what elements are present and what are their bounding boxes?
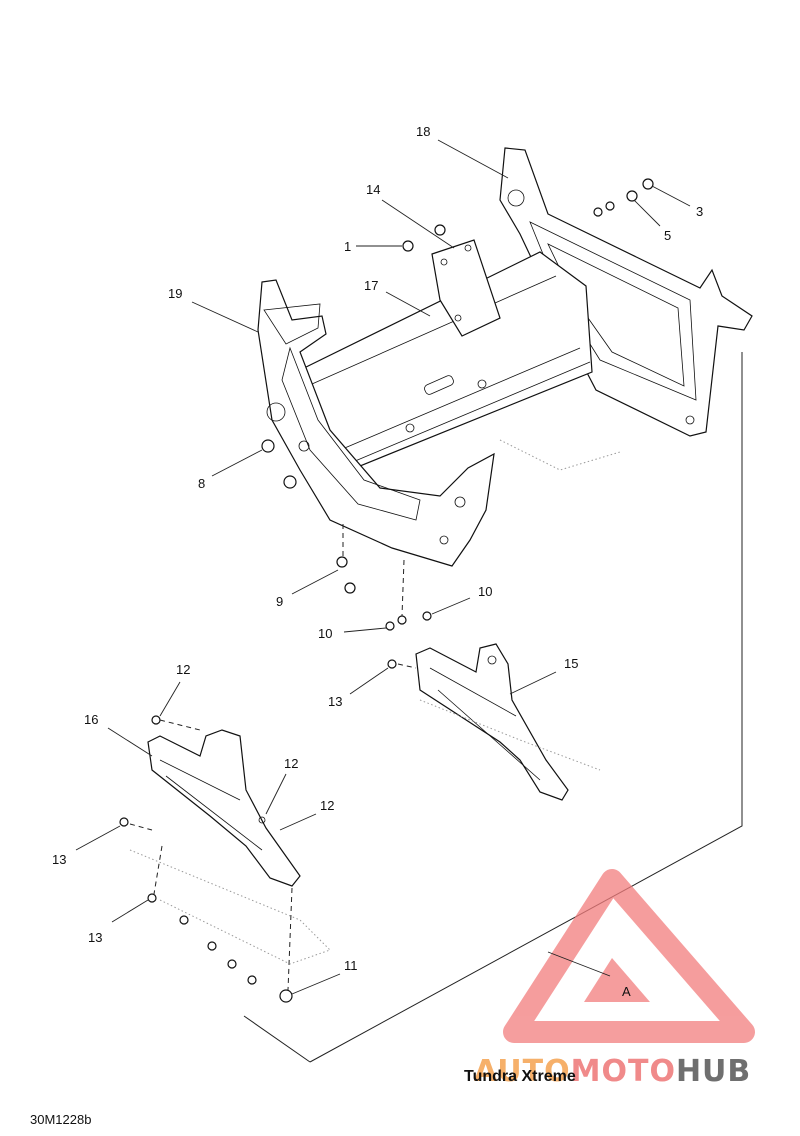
callout-13a: 13 — [328, 694, 342, 709]
leader-lines — [75, 139, 691, 995]
callout-14: 14 — [366, 182, 380, 197]
model-name: Tundra Xtreme — [464, 1068, 576, 1085]
diagram-code: 30M1228b — [30, 1112, 92, 1127]
hardware-fasteners — [119, 178, 654, 1003]
callout-13c: 13 — [88, 930, 102, 945]
watermark-hub: HUB — [675, 1054, 752, 1089]
callout-labels: 18 14 3 5 1 17 19 8 9 10 10 12 15 13 16 … — [52, 124, 703, 999]
watermark-auto: AUTO — [474, 1054, 571, 1089]
callout-11: 11 — [344, 958, 358, 973]
callout-1: 1 — [344, 239, 351, 254]
callout-9: 9 — [276, 594, 283, 609]
callout-3: 3 — [696, 204, 703, 219]
watermark-moto: MOTO — [570, 1054, 676, 1089]
watermark-logo-icon — [503, 869, 755, 1043]
callout-8: 8 — [198, 476, 205, 491]
callout-13b: 13 — [52, 852, 66, 867]
assembly-lines — [129, 524, 417, 991]
seat-base-frame — [257, 147, 753, 567]
callout-15: 15 — [564, 656, 578, 671]
watermark-text: AUTOMOTOHUB — [474, 1054, 751, 1089]
callout-18: 18 — [416, 124, 430, 139]
rail-right — [415, 643, 569, 801]
phantom-rail — [129, 439, 621, 965]
callout-A: A — [622, 984, 631, 999]
callout-16: 16 — [84, 712, 98, 727]
callout-10b: 10 — [318, 626, 332, 641]
assembly-outline-box — [243, 352, 743, 1063]
callout-12c: 12 — [320, 798, 334, 813]
callout-10a: 10 — [478, 584, 492, 599]
callout-5: 5 — [664, 228, 671, 243]
rail-left — [147, 729, 301, 887]
callout-12b: 12 — [284, 756, 298, 771]
callout-12a: 12 — [176, 662, 190, 677]
callout-17: 17 — [364, 278, 378, 293]
callout-19: 19 — [168, 286, 182, 301]
